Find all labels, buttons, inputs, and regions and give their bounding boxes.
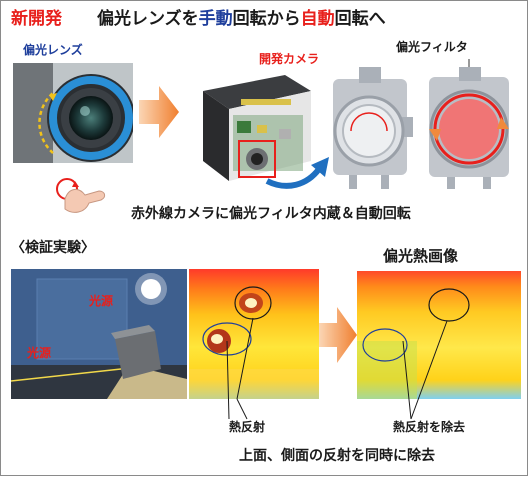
arrow-right-1 — [139, 86, 179, 138]
arrow-right-2 — [319, 307, 357, 363]
heat-reflection-label: 熱反射 — [229, 420, 266, 434]
experiment-photo — [11, 269, 187, 399]
heat-reflection-removed-label: 熱反射を除去 — [393, 420, 466, 434]
hand-rotate-icon — [45, 169, 115, 217]
verification-experiment-label: 〈検証実験〉 — [11, 240, 95, 256]
thermal-image-reflection-removed — [357, 271, 521, 399]
camera-diagram — [193, 69, 323, 187]
light-source-label-1: 光源 — [89, 294, 114, 308]
filter-unit-front — [319, 65, 419, 191]
headline: 偏光レンズを手動回転から自動回転へ — [97, 11, 386, 28]
headline-part-manual: 手動 — [198, 9, 233, 29]
development-camera-label: 開発カメラ — [259, 52, 320, 66]
top-caption: 赤外線カメラに偏光フィルタ内蔵＆自動回転 — [131, 206, 411, 222]
filter-unit-rotating — [417, 59, 521, 191]
polarizing-filter-label: 偏光フィルタ — [396, 40, 468, 54]
zoom-arrow — [263, 151, 333, 193]
polarized-thermal-image-title: 偏光熱画像 — [383, 247, 459, 265]
polarizing-lens-label: 偏光レンズ — [23, 43, 83, 57]
headline-part-1: 偏光レンズを — [97, 9, 199, 29]
bottom-caption: 上面、側面の反射を同時に除去 — [239, 448, 435, 464]
new-development-badge: 新開発 — [11, 9, 62, 29]
light-source-label-2: 光源 — [27, 346, 52, 360]
headline-part-5: 回転へ — [334, 9, 386, 29]
headline-part-3: 回転から — [232, 9, 301, 29]
lens-photo — [13, 63, 133, 163]
headline-part-auto: 自動 — [300, 9, 335, 29]
